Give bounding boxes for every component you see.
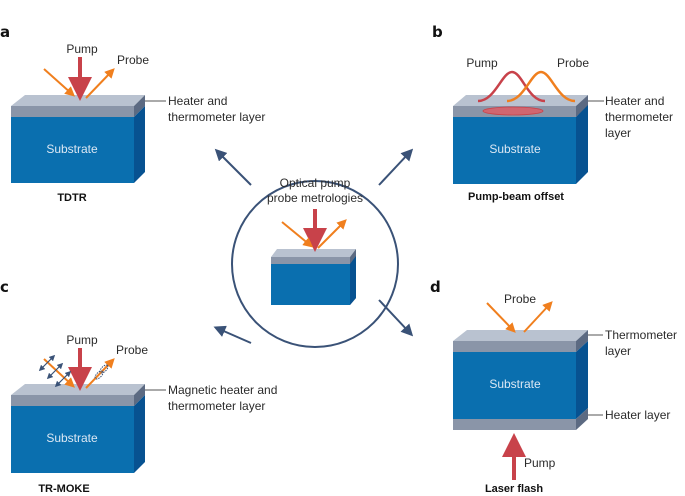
- panel-c-probe-label: Probe: [116, 343, 148, 357]
- center-sample-block: [271, 249, 356, 305]
- panel-d-pump-label: Pump: [524, 456, 556, 470]
- panel-b-layer-label-line1: Heater and: [605, 94, 664, 108]
- panel-b-substrate-label: Substrate: [489, 142, 541, 156]
- panel-d: d Substrate Probe Thermometer layer Heat…: [430, 278, 677, 495]
- heater-thermometer-layer: [11, 106, 134, 117]
- panel-c-block: [11, 384, 145, 473]
- panel-a-probe-in-arrow: [43, 68, 75, 97]
- polarization-arrows-icon: [38, 354, 72, 388]
- layer-top: [11, 95, 145, 106]
- panel-b-caption: Pump-beam offset: [468, 191, 564, 203]
- substrate: [453, 117, 576, 184]
- panel-a-layer-label-line1: Heater and: [168, 94, 227, 108]
- panel-a-block: [11, 95, 145, 183]
- connector-arrow-a: [214, 148, 252, 186]
- center-hub: Optical pump probe metrologies: [213, 148, 414, 348]
- panel-c-pump-label: Pump: [66, 333, 98, 347]
- panel-d-block: [453, 330, 588, 430]
- heater-layer: [453, 419, 576, 430]
- panel-d-probe-label: Probe: [504, 292, 536, 306]
- panel-b-layer-label-line2: thermometer: [605, 110, 673, 124]
- center-circle: [231, 180, 399, 348]
- panel-c-probe-out-arrow: [85, 358, 115, 389]
- panel-d-caption: Laser flash: [485, 483, 543, 495]
- panel-d-bottom-layer-label: Heater layer: [605, 408, 670, 422]
- panel-c-probe-in-arrow: [43, 358, 75, 388]
- panel-c-substrate-label: Substrate: [46, 431, 98, 445]
- substrate: [11, 117, 134, 183]
- panel-d-top-layer-label-line1: Thermometer: [605, 328, 677, 342]
- panel-d-letter: d: [430, 278, 441, 296]
- panel-b-probe-label: Probe: [557, 56, 589, 70]
- panel-d-probe-out-arrow: [523, 301, 553, 333]
- panel-b-layer-label-line3: layer: [605, 126, 631, 140]
- panel-a-probe-out-arrow: [85, 68, 115, 99]
- panel-c-layer-label-line2: thermometer layer: [168, 399, 265, 413]
- substrate: [453, 352, 576, 419]
- pump-gaussian-profile: [477, 70, 546, 103]
- heated-spot: [482, 106, 544, 116]
- center-probe-out-arrow: [317, 219, 347, 249]
- panel-a-substrate-label: Substrate: [46, 142, 98, 156]
- center-title-line1: Optical pump: [280, 176, 351, 190]
- substrate: [11, 406, 134, 473]
- connector-arrow-b: [378, 148, 414, 186]
- probe-gaussian-profile: [506, 70, 576, 103]
- panel-b-pump-label: Pump: [466, 56, 498, 70]
- rotated-polarization-icon: [94, 364, 109, 380]
- panel-d-top-layer-label-line2: layer: [605, 344, 631, 358]
- connector-arrow-c: [213, 325, 252, 344]
- panel-c-layer-label-line1: Magnetic heater and: [168, 383, 277, 397]
- panel-c-caption: TR-MOKE: [38, 483, 89, 495]
- panel-a-pump-label: Pump: [66, 42, 98, 56]
- panel-a: a Substrate Pump Probe Heater and thermo…: [0, 23, 265, 204]
- panel-c-letter: c: [0, 278, 9, 296]
- connector-arrow-d: [378, 299, 414, 337]
- panel-b-letter: b: [432, 23, 443, 41]
- panel-d-probe-in-arrow: [486, 302, 516, 333]
- panel-a-layer-label-line2: thermometer layer: [168, 110, 265, 124]
- panel-b: b Pump Probe Heater and thermometer laye…: [432, 23, 673, 203]
- center-probe-in-arrow: [281, 221, 314, 248]
- thermometer-layer: [453, 341, 576, 352]
- panel-a-caption: TDTR: [57, 192, 86, 204]
- panel-a-probe-label: Probe: [117, 53, 149, 67]
- center-title-line2: probe metrologies: [267, 191, 363, 205]
- panel-a-letter: a: [0, 23, 10, 41]
- panel-d-substrate-label: Substrate: [489, 377, 541, 391]
- panel-c: c Substrate Pump Probe Magnetic heater a…: [0, 278, 277, 495]
- magnetic-layer: [11, 395, 134, 406]
